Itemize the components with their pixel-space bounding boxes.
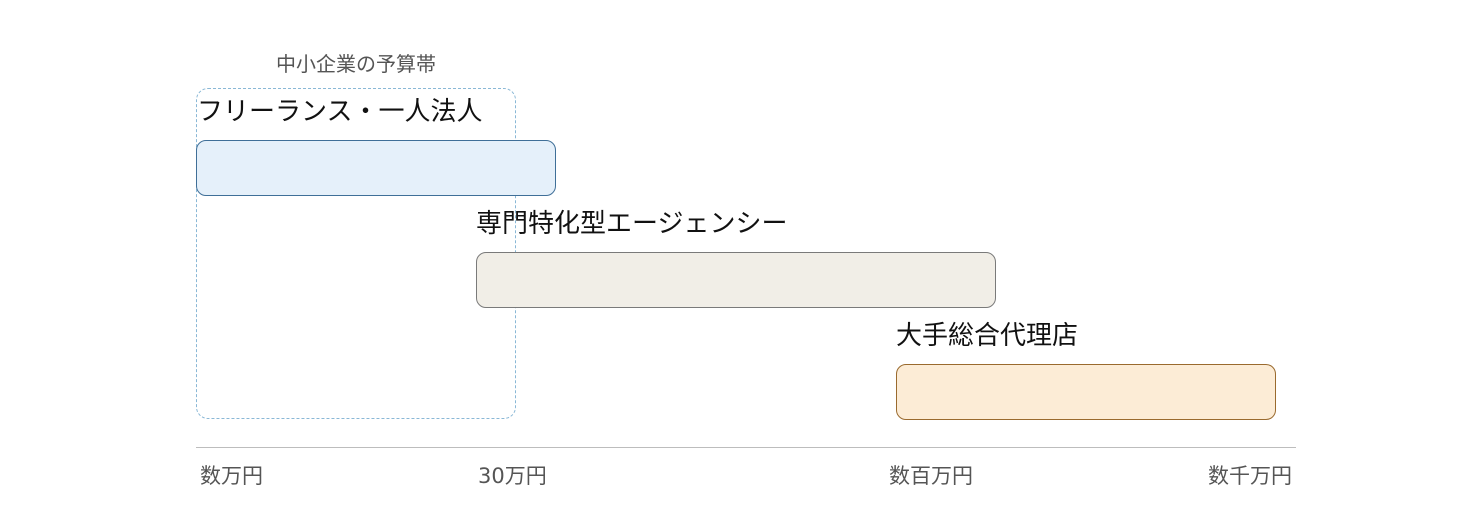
tier-bar-freelance	[196, 140, 556, 196]
tier-label-specialist: 専門特化型エージェンシー	[476, 209, 788, 239]
sme-budget-label: 中小企業の予算帯	[276, 52, 436, 76]
tier-label-freelance: フリーランス・一人法人	[197, 97, 483, 127]
tier-bar-specialist	[476, 252, 996, 308]
axis-tick-label: 数千万円	[1208, 464, 1292, 488]
budget-axis-line	[196, 447, 1296, 448]
tier-bar-major-agency	[896, 364, 1276, 420]
axis-tick-label: 数万円	[200, 464, 263, 488]
axis-tick-label: 数百万円	[889, 464, 973, 488]
axis-tick-label: 30万円	[478, 464, 547, 488]
sme-budget-zone	[196, 88, 516, 419]
tier-label-major-agency: 大手総合代理店	[896, 321, 1079, 351]
